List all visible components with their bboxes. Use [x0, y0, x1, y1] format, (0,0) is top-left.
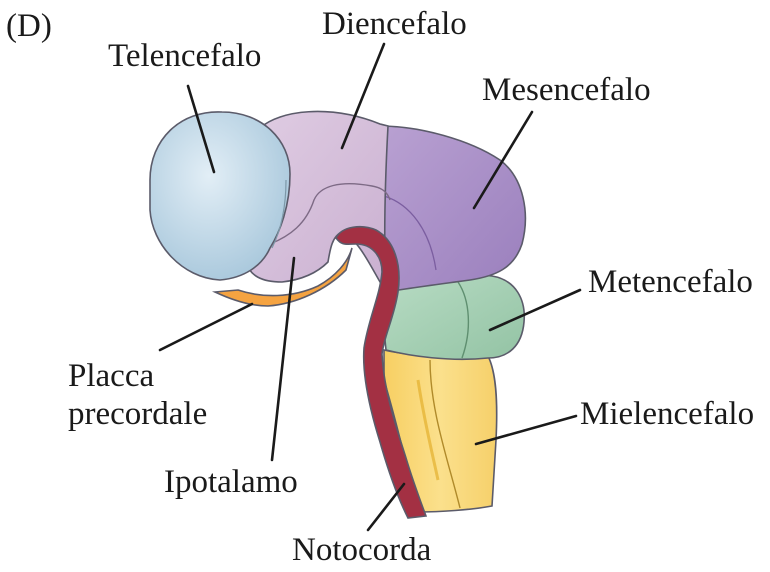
label-placca-line2: precordale — [68, 396, 207, 432]
placca-precordale-leader — [160, 304, 252, 350]
label-metencefalo: Metencefalo — [588, 264, 753, 300]
ipotalamo-leader — [272, 258, 294, 460]
label-mesencefalo: Mesencefalo — [482, 72, 651, 108]
label-placca-line1: Placca — [68, 358, 154, 394]
label-notocorda: Notocorda — [292, 532, 432, 568]
notocorda-leader — [368, 484, 404, 530]
mesencefalo-shape — [380, 126, 525, 292]
label-diencefalo: Diencefalo — [322, 6, 467, 42]
panel-label: (D) — [6, 8, 52, 44]
label-mielencefalo: Mielencefalo — [580, 396, 754, 432]
label-ipotalamo: Ipotalamo — [164, 464, 298, 500]
label-telencefalo: Telencefalo — [108, 38, 261, 74]
